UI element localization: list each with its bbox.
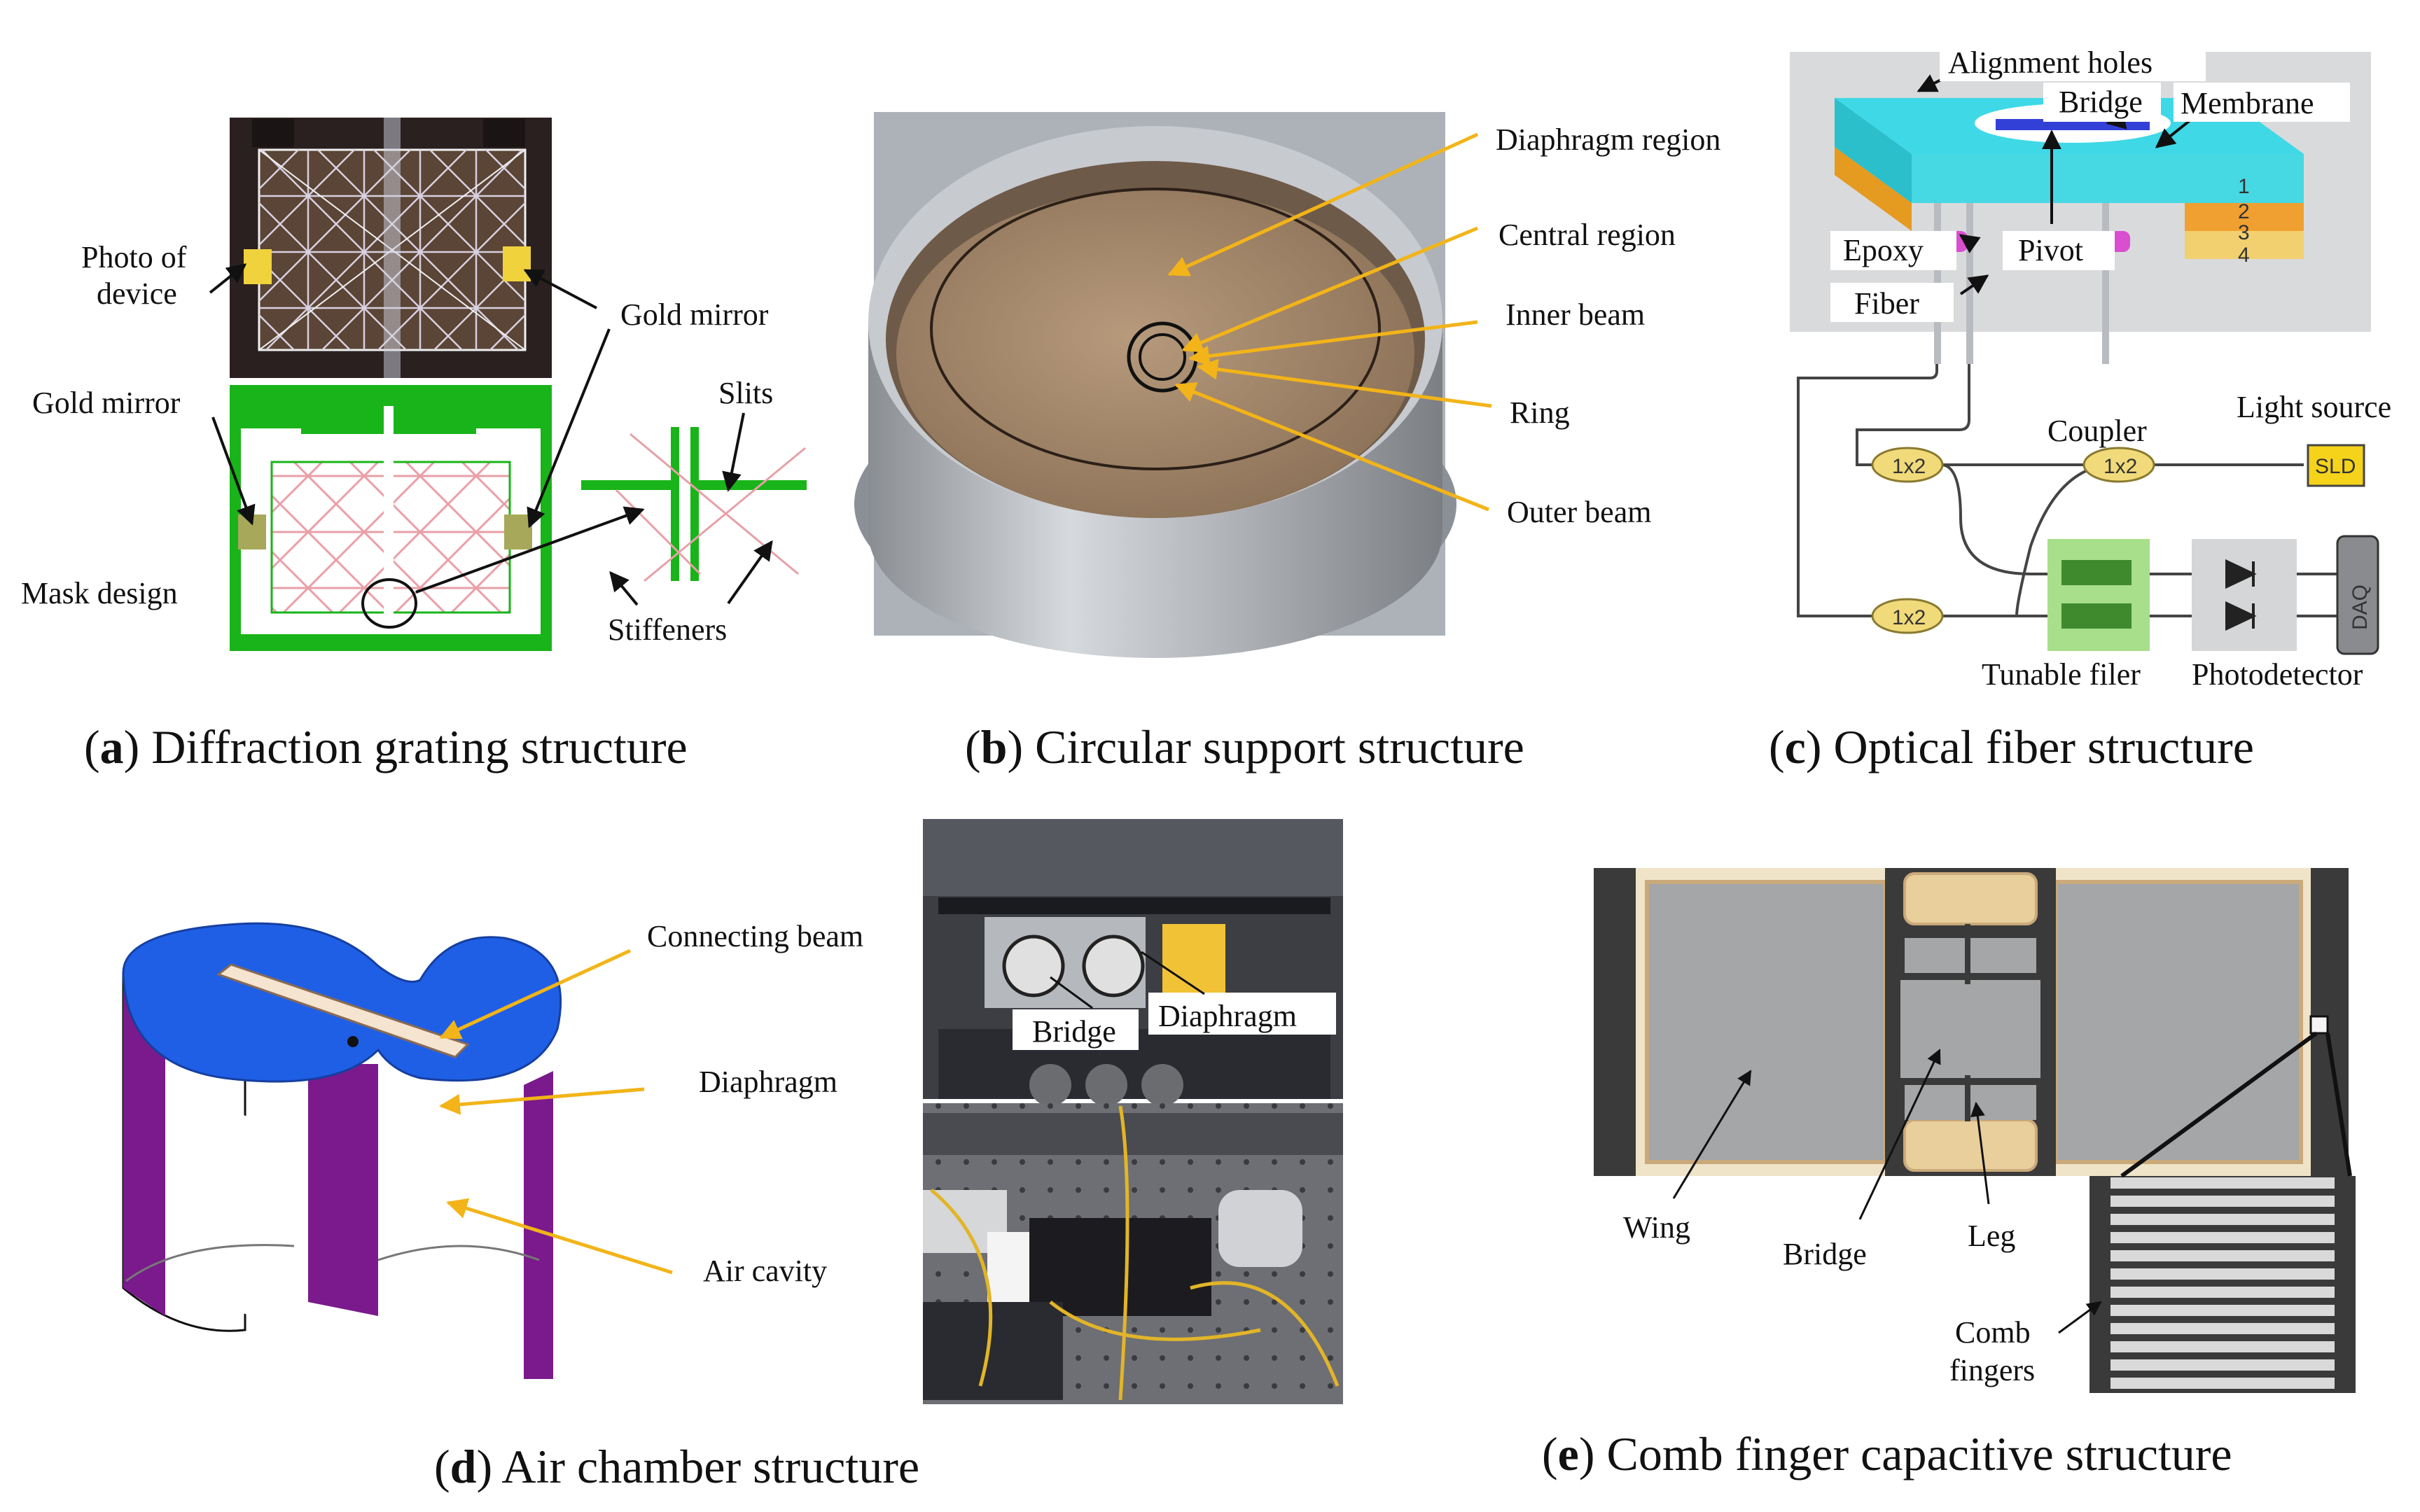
label-box-epoxy: [1830, 231, 1956, 270]
label-pivot: Pivot: [2018, 233, 2083, 267]
coupler-3-tag: 1x2: [1892, 606, 1926, 629]
label-wing: Wing: [1623, 1210, 1690, 1245]
label-box-fiber: [1830, 283, 1954, 322]
label-central-region: Central region: [1498, 218, 1676, 252]
gold-mirror-left-photo: [244, 249, 272, 284]
circular-support-photo: [854, 112, 1456, 658]
label-photo-diaphragm: Diaphragm: [1158, 999, 1297, 1033]
caption-e: (e) Comb finger capacitive structure: [1542, 1427, 2232, 1480]
panel-e: Wing Bridge Leg Comb fingers (e) Comb fi…: [1542, 868, 2356, 1480]
label-photo-of-device-1: Photo of: [81, 240, 187, 274]
coupler-1: [1871, 447, 1944, 483]
label-connecting-beam: Connecting beam: [647, 919, 863, 953]
label-ring: Ring: [1510, 396, 1570, 430]
layer-1: 1: [2238, 175, 2250, 198]
photodetector-box: [2192, 539, 2297, 651]
caption-a: (a) Diffraction grating structure: [84, 720, 688, 774]
panel-a-leaders: [209, 263, 773, 606]
label-box-photo-diaphragm: [1148, 993, 1336, 1035]
gold-mirror-right-mask: [504, 514, 532, 550]
coupler-2-tag: 1x2: [2103, 455, 2137, 478]
layer-2: 2: [2238, 200, 2250, 223]
label-outer-beam: Outer beam: [1507, 495, 1651, 529]
wing-right: [2054, 880, 2303, 1164]
label-light-source: Light source: [2237, 390, 2391, 424]
zoom-lines: [2120, 1031, 2352, 1178]
caption-b: (b) Circular support structure: [965, 720, 1524, 774]
label-comb-fingers-2: fingers: [1949, 1353, 2035, 1387]
sld-label: SLD: [2315, 455, 2356, 478]
label-slits: Slits: [718, 376, 773, 410]
label-gold-mirror-left: Gold mirror: [32, 386, 181, 420]
comb-fingers-zoom-image: [2089, 1176, 2356, 1393]
label-bridge-e: Bridge: [1783, 1237, 1867, 1271]
label-inner-beam: Inner beam: [1505, 298, 1645, 332]
label-bridge: Bridge: [2059, 85, 2143, 119]
lab-setup-photo-bottom: [923, 1103, 1343, 1404]
coupler-2: [2082, 447, 2155, 483]
zoom-circle: [361, 578, 417, 629]
inner-ring-mark: [1139, 333, 1186, 381]
air-chamber-model: [122, 922, 562, 1379]
caption-d: (d) Air chamber structure: [434, 1440, 919, 1493]
label-air-cavity: Air cavity: [703, 1254, 827, 1288]
tunable-filter-box: [2047, 539, 2150, 651]
optical-circuit: [1797, 364, 2339, 617]
mask-design-image: [230, 385, 552, 651]
label-box-photo-bridge: [1013, 1009, 1139, 1050]
label-stiffeners: Stiffeners: [608, 612, 727, 647]
label-photodetector: Photodetector: [2192, 657, 2363, 692]
label-box-wing: [1599, 1204, 1732, 1250]
label-box-pivot: [2003, 231, 2115, 270]
label-coupler: Coupler: [2047, 414, 2147, 448]
label-tunable-filter: Tunable filer: [1982, 657, 2141, 692]
label-photo-of-device-2: device: [97, 276, 177, 311]
label-diaphragm: Diaphragm: [699, 1065, 837, 1099]
label-comb-fingers-1: Comb: [1955, 1315, 2031, 1350]
coupler-3: [1871, 598, 1944, 634]
panel-d-leaders: [439, 948, 673, 1275]
wing-left: [1645, 880, 1887, 1164]
label-epoxy: Epoxy: [1843, 233, 1924, 267]
label-box-bridge-e: [1762, 1231, 1907, 1277]
panel-b-leaders: [1167, 132, 1492, 512]
photo-leaders: [1050, 951, 1205, 1009]
label-membrane: Membrane: [2181, 86, 2314, 120]
label-leg: Leg: [1968, 1219, 2015, 1253]
panel-e-leaders: [1672, 1049, 2102, 1334]
comb-finger-sem-image: [1594, 868, 2349, 1176]
coupler-1-tag: 1x2: [1892, 455, 1926, 478]
photo-of-device-image: [230, 118, 552, 378]
label-mask-design: Mask design: [21, 576, 178, 610]
bridge-center: [1900, 980, 2040, 1078]
panel-c-leaders: [1917, 74, 2193, 295]
connecting-beam-shape: [216, 963, 470, 1058]
panel-b: Diaphragm region Central region Inner be…: [854, 112, 1720, 774]
lab-setup-photo-top: [923, 819, 1343, 1106]
label-box-bridge: [2043, 83, 2161, 122]
layer-4: 4: [2238, 244, 2250, 267]
label-fiber: Fiber: [1854, 286, 1919, 321]
layer-3: 3: [2238, 221, 2250, 244]
daq-box: [2336, 535, 2379, 655]
label-box-leg: [1934, 1212, 2039, 1259]
caption-c: (c) Optical fiber structure: [1769, 720, 2254, 774]
label-gold-mirror-right: Gold mirror: [620, 298, 769, 332]
label-box-membrane: [2174, 83, 2350, 122]
sld-box: [2307, 444, 2365, 487]
label-diaphragm-region: Diaphragm region: [1496, 122, 1720, 157]
panel-c: 1 2 3 4 Alignment holes Bridge Membrane …: [1769, 42, 2391, 774]
label-alignment-holes: Alignment holes: [1948, 46, 2153, 80]
gold-mirror-right-photo: [503, 246, 531, 281]
panel-a: Photo of device Gold mirror Gold mirror …: [21, 118, 807, 774]
label-box-alignment-holes: [1940, 42, 2206, 81]
panel-d: Connecting beam Diaphragm Air cavity Bri…: [122, 819, 1343, 1493]
slits-detail-image: [581, 427, 807, 582]
label-photo-bridge: Bridge: [1032, 1014, 1116, 1049]
daq-label: DAQ: [2349, 584, 2372, 630]
